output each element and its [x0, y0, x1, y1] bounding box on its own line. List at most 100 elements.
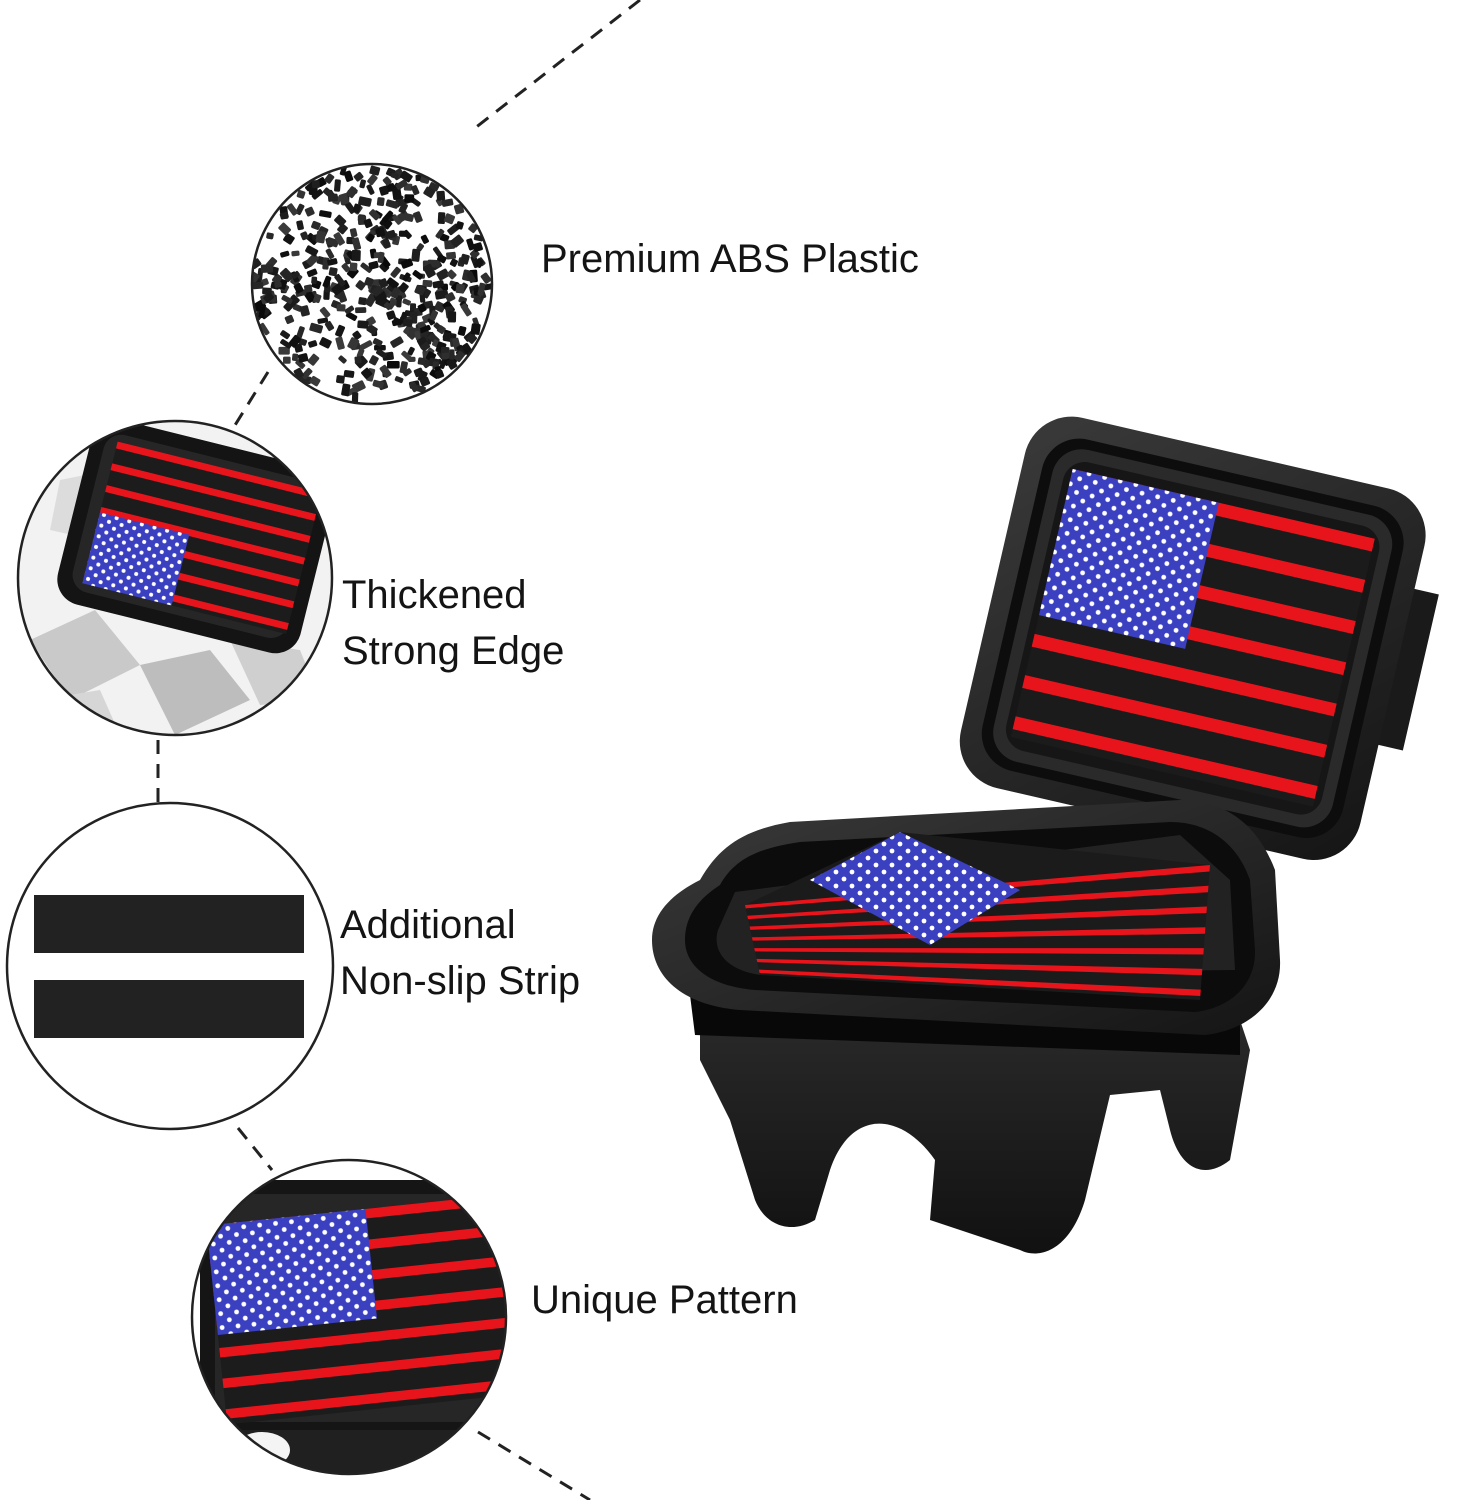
pellet	[385, 199, 399, 209]
pellet	[371, 285, 383, 297]
pellet	[402, 318, 413, 328]
pellet	[449, 349, 455, 360]
pellet	[409, 381, 419, 393]
flag-pattern-closeup-icon	[190, 1158, 508, 1476]
pellet	[411, 185, 420, 196]
pellet	[272, 273, 283, 285]
pellet	[301, 367, 313, 380]
pellet	[366, 324, 378, 335]
pellet	[419, 324, 431, 334]
pellet	[392, 214, 402, 225]
pellet	[398, 282, 409, 293]
pellet	[351, 237, 362, 251]
pellet	[397, 210, 410, 223]
pellet	[404, 194, 415, 203]
pellet	[284, 314, 295, 325]
pellet	[453, 203, 465, 215]
pellet	[279, 211, 289, 220]
pellet	[446, 269, 457, 280]
pellet	[353, 171, 364, 182]
pellet	[278, 222, 291, 236]
pellet	[474, 258, 484, 268]
pellet	[422, 279, 433, 288]
pellet	[364, 277, 374, 287]
pellet	[319, 210, 332, 218]
pellet	[382, 210, 394, 223]
pellet	[377, 251, 385, 264]
pellet	[366, 184, 375, 195]
pellet	[443, 213, 456, 225]
feature-label-premium-abs: Premium ABS Plastic	[541, 237, 919, 281]
pellet	[299, 305, 310, 317]
pellet	[278, 346, 290, 355]
pellet	[319, 306, 331, 319]
pellet	[375, 227, 386, 238]
pellet	[354, 356, 362, 364]
pellet	[374, 344, 386, 351]
pellet	[441, 198, 454, 207]
pellet	[349, 262, 358, 272]
feature-label-non-slip-strip: Additional Non-slip Strip	[340, 903, 581, 1003]
pellet	[457, 325, 467, 336]
pellet	[338, 355, 347, 364]
pellet	[477, 282, 486, 296]
pellet	[286, 203, 298, 216]
pellet	[416, 243, 425, 252]
pellet	[346, 186, 358, 199]
pellet	[258, 306, 266, 319]
pellet	[437, 254, 447, 264]
pellet	[283, 233, 295, 245]
pellet	[434, 369, 445, 379]
pellet	[423, 263, 436, 279]
pellet	[352, 203, 361, 214]
pellet	[450, 234, 464, 248]
pellet	[343, 170, 354, 182]
hitch-cover-front	[652, 800, 1281, 1254]
pellet	[294, 343, 303, 353]
pellet	[309, 322, 324, 334]
pellet	[434, 301, 446, 313]
non-slip-strip-icon	[5, 801, 335, 1131]
pellet	[344, 305, 355, 314]
pellet	[347, 337, 360, 351]
pellet	[413, 367, 424, 378]
pellet	[360, 262, 373, 273]
pellet	[379, 185, 389, 196]
pellet	[402, 298, 411, 306]
pellet	[352, 330, 362, 340]
pellet	[413, 211, 423, 223]
pellet	[447, 311, 457, 323]
pellet	[306, 253, 319, 267]
pellet	[338, 193, 350, 205]
pellet	[386, 361, 400, 369]
pellet	[372, 379, 385, 389]
pellet	[412, 270, 424, 280]
pellet	[349, 228, 358, 238]
pellet	[337, 223, 348, 235]
pellet	[306, 268, 318, 278]
feature-label-unique-pattern: Unique Pattern	[531, 1278, 798, 1322]
pellet	[446, 358, 458, 370]
pellet	[390, 287, 401, 299]
pellet	[480, 272, 492, 284]
pellet	[290, 294, 300, 304]
pellet	[420, 341, 431, 352]
plastic-pellets-icon	[250, 162, 494, 406]
pellet	[419, 376, 431, 387]
pellet	[390, 172, 399, 180]
pellet	[280, 250, 290, 258]
pellet	[395, 179, 408, 190]
pellet	[367, 174, 378, 186]
hitch-cover-back	[959, 416, 1439, 860]
pellet	[369, 165, 381, 176]
pellet	[449, 258, 458, 267]
pellet	[358, 196, 372, 207]
thick-edge-closeup-icon	[16, 419, 334, 737]
pellet	[402, 368, 412, 377]
pellet	[296, 189, 306, 199]
pellet	[407, 346, 415, 356]
pellet	[297, 353, 309, 363]
pellet	[345, 311, 358, 321]
pellet	[423, 186, 436, 198]
pellet	[466, 333, 478, 344]
